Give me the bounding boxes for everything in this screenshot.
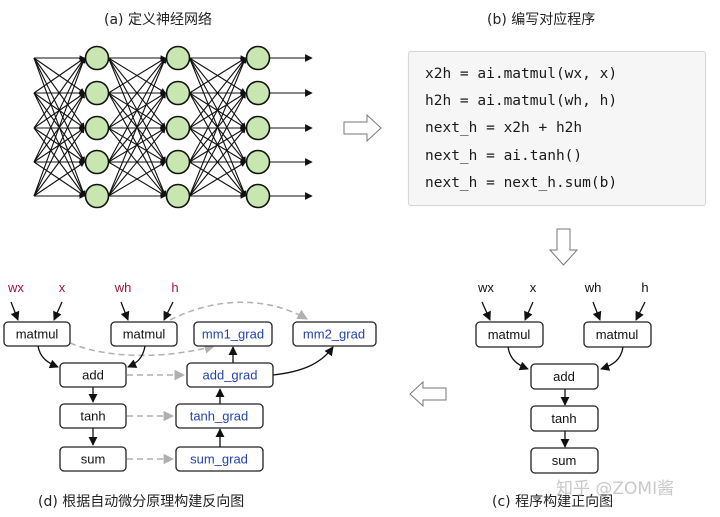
node-add: add <box>530 363 599 390</box>
neuron <box>84 45 110 71</box>
watermark: 知乎 @ZOMI酱 <box>556 479 675 499</box>
svg-text:sum: sum <box>552 453 577 468</box>
nn-connection <box>33 92 85 197</box>
caption-backward-graph: (d) 根据自动微分原理构建反向图 <box>38 494 245 510</box>
neuron <box>165 80 191 106</box>
node-sum: sum <box>530 447 599 474</box>
svg-text:tanh: tanh <box>80 409 105 424</box>
neuron <box>245 183 271 209</box>
node-tanh-grad: tanh_grad <box>175 403 264 429</box>
svg-text:add: add <box>82 368 104 383</box>
nn-connection <box>108 57 166 129</box>
neuron <box>84 149 110 175</box>
nn-connection <box>33 57 85 129</box>
caption-forward-graph: (c) 程序构建正向图 <box>492 494 614 510</box>
code-line: next_h = ai.tanh() <box>425 148 583 164</box>
node-matmul-2: matmul <box>110 321 178 347</box>
nn-connection <box>33 57 86 197</box>
nn-connection <box>189 57 246 163</box>
code-line: next_h = next_h.sum(b) <box>425 175 618 191</box>
nn-connection <box>108 57 166 163</box>
input-h: h <box>171 280 178 295</box>
input-h: h <box>641 280 648 295</box>
nn-connection <box>107 57 167 197</box>
svg-text:sum: sum <box>81 452 106 467</box>
neuron <box>245 45 271 71</box>
input-x: x <box>59 280 66 295</box>
node-tanh: tanh <box>530 405 599 432</box>
node-add-grad: add_grad <box>186 362 274 388</box>
svg-text:matmul: matmul <box>16 327 59 342</box>
node-matmul-2: matmul <box>583 321 652 348</box>
nn-connection <box>108 57 166 94</box>
svg-text:sum_grad: sum_grad <box>190 452 248 467</box>
node-mm2-grad: mm2_grad <box>292 321 377 347</box>
neuron <box>245 149 271 175</box>
svg-text:tanh: tanh <box>551 411 576 426</box>
arrow-down-icon <box>548 228 579 266</box>
svg-text:mm2_grad: mm2_grad <box>303 327 365 342</box>
svg-text:matmul: matmul <box>488 327 531 342</box>
neuron <box>165 45 191 71</box>
input-x: x <box>530 280 537 295</box>
input-wx: wx <box>477 280 494 295</box>
backward-graph: wx x wh h matmul matmul <box>3 280 377 472</box>
svg-text:tanh_grad: tanh_grad <box>190 409 249 424</box>
neuron <box>165 115 191 141</box>
neuron <box>165 149 191 175</box>
neuron <box>165 183 191 209</box>
node-mm1-grad: mm1_grad <box>193 321 273 347</box>
node-add: add <box>59 362 127 388</box>
node-sum: sum <box>59 446 127 472</box>
nn-connection <box>33 127 85 197</box>
nn-connection <box>108 127 166 197</box>
nn-connection <box>189 57 246 94</box>
nn-connection <box>189 161 246 197</box>
input-wh: wh <box>114 280 132 295</box>
forward-graph: wx x wh h matmul matmul add tanh su <box>475 280 652 474</box>
nn-connection <box>188 57 247 197</box>
node-sum-grad: sum_grad <box>175 446 264 472</box>
node-matmul-1: matmul <box>3 321 71 347</box>
svg-text:add: add <box>553 369 575 384</box>
code-line: next_h = x2h + h2h <box>425 120 583 136</box>
neural-network <box>33 45 313 209</box>
nn-connection <box>108 161 166 197</box>
input-wh: wh <box>584 280 602 295</box>
node-matmul-1: matmul <box>475 321 544 348</box>
code-line: h2h = ai.matmul(wh, h) <box>425 93 618 109</box>
neuron <box>245 115 271 141</box>
caption-define-network: (a) 定义神经网络 <box>104 12 212 28</box>
input-wx: wx <box>7 280 24 295</box>
caption-write-program: (b) 编写对应程序 <box>487 12 596 28</box>
neuron <box>84 183 110 209</box>
nn-connection <box>33 57 85 94</box>
svg-text:matmul: matmul <box>596 327 639 342</box>
svg-text:matmul: matmul <box>123 327 166 342</box>
svg-text:mm1_grad: mm1_grad <box>202 327 264 342</box>
neuron <box>245 80 271 106</box>
arrow-right-icon <box>343 113 382 143</box>
svg-text:add_grad: add_grad <box>203 368 258 383</box>
nn-connection <box>189 92 246 197</box>
neuron <box>84 115 110 141</box>
nn-connection <box>189 127 246 197</box>
nn-connection <box>108 92 166 197</box>
node-tanh: tanh <box>59 403 127 429</box>
nn-connection <box>33 161 85 197</box>
neuron <box>84 80 110 106</box>
arrow-left-icon <box>409 380 447 408</box>
code-block: x2h = ai.matmul(wx, x) h2h = ai.matmul(w… <box>408 51 706 206</box>
nn-connection <box>189 57 246 129</box>
nn-connection <box>33 57 85 163</box>
code-line: x2h = ai.matmul(wx, x) <box>425 66 618 82</box>
